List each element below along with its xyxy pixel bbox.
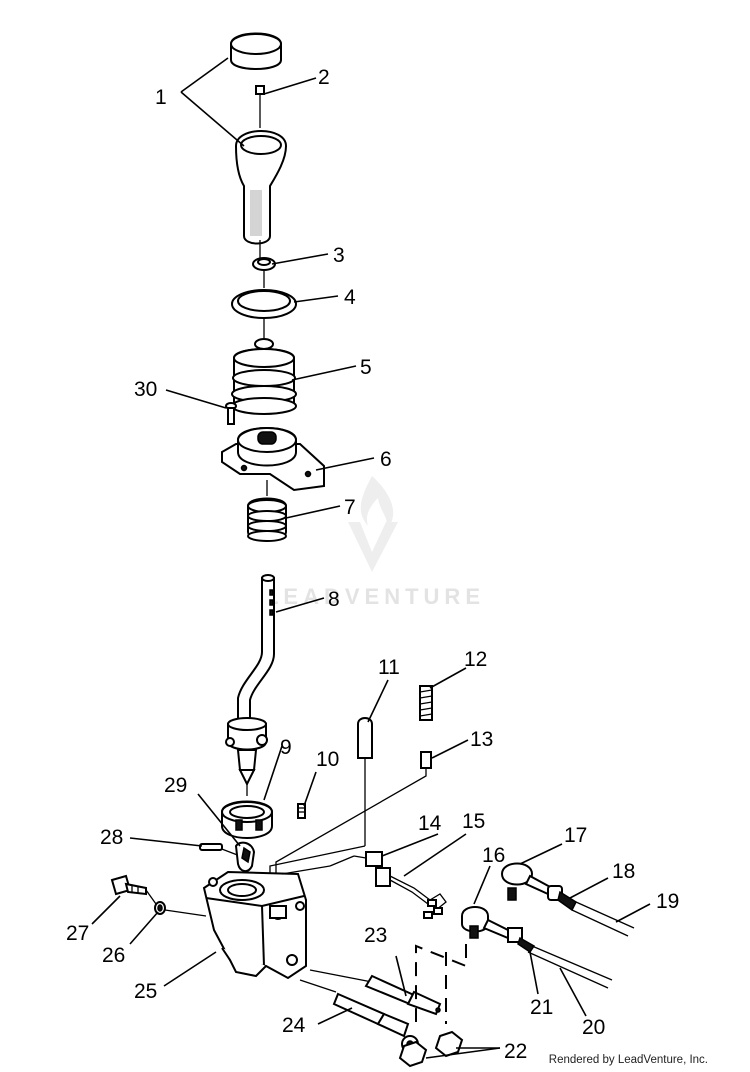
callout-8: 8 xyxy=(328,588,340,611)
part-12-spring xyxy=(419,685,433,721)
part-15-wiring-harness xyxy=(389,875,447,919)
callout-27: 27 xyxy=(66,922,89,945)
callout-3: 3 xyxy=(333,244,345,267)
part-20-cable xyxy=(527,945,613,989)
callout-30: 30 xyxy=(134,378,157,401)
callout-26: 26 xyxy=(102,944,125,967)
callout-10: 10 xyxy=(316,748,339,771)
part-13-pin xyxy=(420,751,432,769)
part-16-ball-joint xyxy=(461,906,536,954)
callout-5: 5 xyxy=(360,356,372,379)
callout-20: 20 xyxy=(582,1016,605,1039)
part-19-cable xyxy=(571,901,635,937)
callout-4: 4 xyxy=(344,286,356,309)
callout-2: 2 xyxy=(318,66,330,89)
callout-21: 21 xyxy=(530,996,553,1019)
callout-11: 11 xyxy=(378,656,400,679)
part-25-housing xyxy=(202,870,307,980)
part-14-switch xyxy=(353,851,391,887)
part-1-knob xyxy=(230,32,288,245)
callout-9: 9 xyxy=(280,736,292,759)
part-11-detent-pin xyxy=(357,717,373,759)
callout-25: 25 xyxy=(134,980,157,1003)
part-29-lock xyxy=(234,841,256,872)
callout-28: 28 xyxy=(100,826,123,849)
callout-16: 16 xyxy=(482,844,505,867)
part-3-bushing xyxy=(252,257,276,271)
callout-22: 22 xyxy=(504,1040,527,1063)
watermark-logo-icon xyxy=(348,476,398,572)
part-5-boot xyxy=(231,338,297,415)
part-10-set-screw xyxy=(297,803,306,819)
part-23-rod xyxy=(309,969,442,1016)
part-28-pin xyxy=(199,843,223,851)
callout-7: 7 xyxy=(344,496,356,519)
callout-14: 14 xyxy=(418,812,442,835)
leader-lines xyxy=(91,57,651,1059)
callout-24: 24 xyxy=(282,1014,306,1037)
part-30-screw xyxy=(225,402,237,425)
part-4-ring xyxy=(231,289,297,319)
callout-23: 23 xyxy=(364,924,387,947)
callout-13: 13 xyxy=(470,728,493,751)
part-17-ball-joint xyxy=(500,862,577,912)
callout-18: 18 xyxy=(612,860,635,883)
callout-19: 19 xyxy=(656,890,679,913)
callout-1: 1 xyxy=(155,86,167,109)
part-22-nuts xyxy=(398,1030,464,1068)
part-8-shift-lever xyxy=(225,574,275,796)
part-2-screw xyxy=(255,85,265,104)
callout-labels: 1 2 3 4 5 6 7 8 9 10 11 12 13 14 15 16 1… xyxy=(66,66,679,1063)
part-7-spring-boot xyxy=(247,497,287,542)
callout-15: 15 xyxy=(462,810,485,833)
callout-12: 12 xyxy=(464,648,487,671)
credit-text: Rendered by LeadVenture, Inc. xyxy=(548,1054,708,1066)
callout-17: 17 xyxy=(564,824,587,847)
part-9-collar xyxy=(221,800,273,839)
part-26-washer xyxy=(154,901,166,915)
callout-29: 29 xyxy=(164,774,187,797)
part-6-base-plate xyxy=(221,427,325,492)
callout-6: 6 xyxy=(380,448,392,471)
part-27-bolt xyxy=(110,874,147,896)
